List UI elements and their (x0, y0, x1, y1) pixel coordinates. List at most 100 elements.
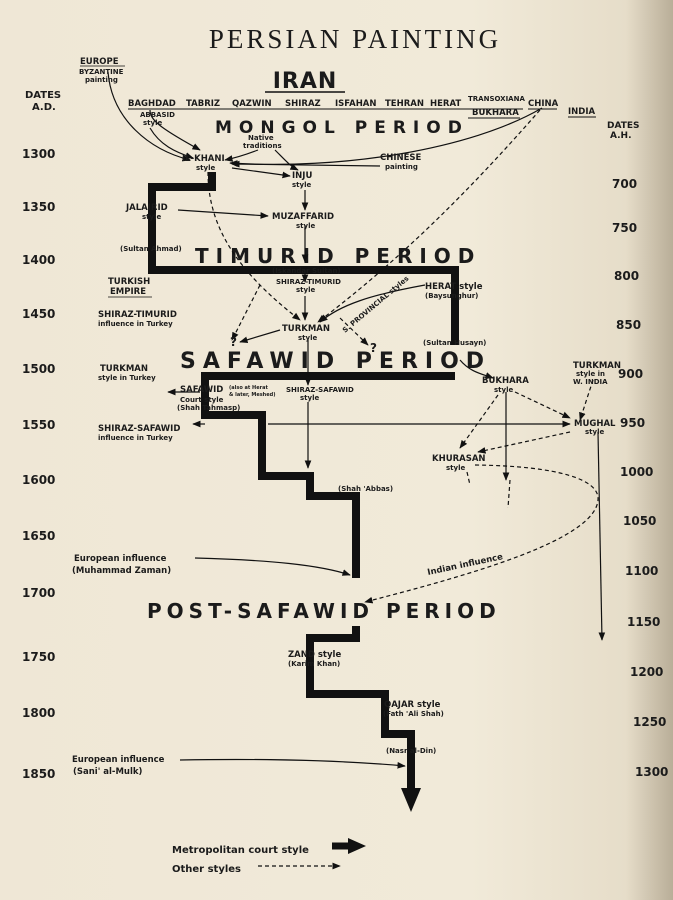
city-label: INDIA (568, 107, 595, 117)
byzantine-label: BYZANTINE (79, 68, 124, 76)
native-link (224, 149, 259, 162)
turkman-label: TURKMAN (282, 324, 330, 334)
turkish-empire-label: TURKISH (108, 277, 150, 287)
ad-tick: 1550 (22, 418, 55, 432)
ad-tick: 1500 (22, 362, 55, 376)
diagram-title: PERSIAN PAINTING (209, 24, 501, 54)
shiraz-timurid-label-2: style (296, 286, 315, 294)
euro2-label-2: (Sani' al-Mulk) (73, 767, 143, 777)
city-label: HERAT (430, 99, 461, 109)
ah-tick: 1050 (623, 514, 656, 528)
husayn-label: (Sultan Husayn) (423, 339, 486, 347)
ah-tick: 900 (618, 367, 643, 381)
provincial-label: S. PROVINCIAL styles (341, 275, 410, 335)
legend-other-label: Other styles (172, 864, 241, 875)
herat-turkman (319, 284, 426, 323)
dashed-link (466, 471, 471, 486)
khurasan-label-2: style (446, 464, 465, 472)
dashed-link (477, 431, 571, 454)
ad-tick: 1800 (22, 706, 55, 720)
ss-turkey-label-2: influence in Turkey (98, 434, 173, 442)
ad-tick: 1300 (22, 147, 55, 161)
safawid-label: SAFAWID (180, 385, 223, 395)
native-label: Native (248, 134, 274, 142)
region-title: IRAN (273, 69, 338, 94)
safawid-label-extra-2: & later, Meshed) (229, 392, 276, 398)
turkman-turkey (239, 329, 281, 344)
chinese-link (231, 160, 381, 168)
abbasid-label-2: style (143, 119, 162, 127)
euro2-label: European influence (72, 755, 165, 765)
question-mark: ? (370, 341, 377, 355)
indian-label: Indian influence (427, 552, 505, 578)
city-label: ISFAHAN (335, 99, 377, 109)
ilkhani-inju-link (231, 167, 291, 179)
ad-header-1: DATES (25, 90, 61, 101)
ah-tick: 1300 (635, 765, 668, 779)
ah-tick: 850 (616, 318, 641, 332)
court-style-line (148, 172, 459, 790)
euro1-label: European influence (74, 554, 167, 564)
period-safawid: SAFAWID PERIOD (180, 349, 491, 374)
ad-tick: 1600 (22, 473, 55, 487)
period-mongol: MONGOL PERIOD (215, 118, 469, 138)
ah-header-1: DATES (607, 121, 640, 131)
dashed-link (507, 479, 511, 509)
ah-tick: 950 (620, 416, 645, 430)
turkman-india-label-3: W. INDIA (573, 378, 608, 386)
europe-label: EUROPE (80, 57, 119, 67)
baghdad-link (149, 109, 201, 151)
ad-tick: 1750 (22, 650, 55, 664)
dashed-link (459, 394, 499, 449)
ad-tick: 1650 (22, 529, 55, 543)
ah-axis: DATES A.H. 700 750 800 850 900 950 1000 … (607, 121, 668, 779)
turkish-empire-label-2: EMPIRE (110, 287, 146, 297)
chinese-label: CHINESE (380, 153, 422, 163)
zand-label: ZAND style (288, 650, 341, 660)
legend-court-label: Metropolitan court style (172, 845, 309, 856)
mughal-label-2: style (585, 428, 604, 436)
iskandar-label: (Iskandar Sultan) (272, 267, 341, 275)
euro2-link (179, 758, 406, 769)
ah-tick: 1200 (630, 665, 663, 679)
ad-tick: 1400 (22, 253, 55, 267)
dashed-link (207, 171, 301, 321)
jalairid-muzaffarid (177, 209, 269, 219)
qajar-label-2: (Fath 'Ali Shah) (383, 710, 444, 718)
ilkhani-label-2: style (196, 164, 215, 172)
city-label: SHIRAZ (285, 99, 321, 109)
turkman-turkey-label: TURKMAN (100, 364, 148, 374)
abbasid-link (149, 127, 194, 159)
city-label: QAZWIN (232, 99, 272, 109)
byzantine-label-2: painting (85, 76, 118, 84)
muzaffarid-label-2: style (296, 222, 315, 230)
native-inju-link (274, 149, 299, 171)
chinese-label-2: painting (385, 163, 418, 171)
shiraz-safawid-label-2: style (300, 394, 319, 402)
city-label: TABRIZ (186, 99, 220, 109)
shah-abbas-label: (Shah 'Abbas) (338, 485, 393, 493)
mughal-down (597, 431, 606, 641)
ad-tick: 1350 (22, 200, 55, 214)
shiraz-timurid-label: SHIRAZ-TIMURID (276, 278, 341, 286)
khurasan-label: KHURASAN (432, 454, 486, 464)
dashed-link (514, 391, 571, 419)
dashed-link (364, 464, 599, 604)
jalairid-label-2: style (142, 213, 161, 221)
safawid-label-extra: (also at Herat (229, 385, 268, 391)
st-turkey-label-2: influence in Turkey (98, 320, 173, 328)
inju-label: INJU (292, 171, 312, 181)
europe-link (107, 71, 191, 162)
ah-tick: 1150 (627, 615, 660, 629)
city-label: TRANSOXIANA (468, 95, 525, 103)
sultan-ahmad-label: (Sultan Ahmad) (120, 245, 182, 253)
ad-tick: 1450 (22, 307, 55, 321)
influence-lines (107, 71, 606, 769)
dashed-link (579, 379, 594, 421)
dashed-link (317, 109, 541, 323)
herat-label-2: (Baysunghur) (425, 292, 478, 300)
city-label: TEHRAN (385, 99, 424, 109)
turkman-india-label: TURKMAN (573, 361, 621, 371)
ad-tick: 1700 (22, 586, 55, 600)
euro1-label-2: (Muhammad Zaman) (72, 566, 171, 576)
